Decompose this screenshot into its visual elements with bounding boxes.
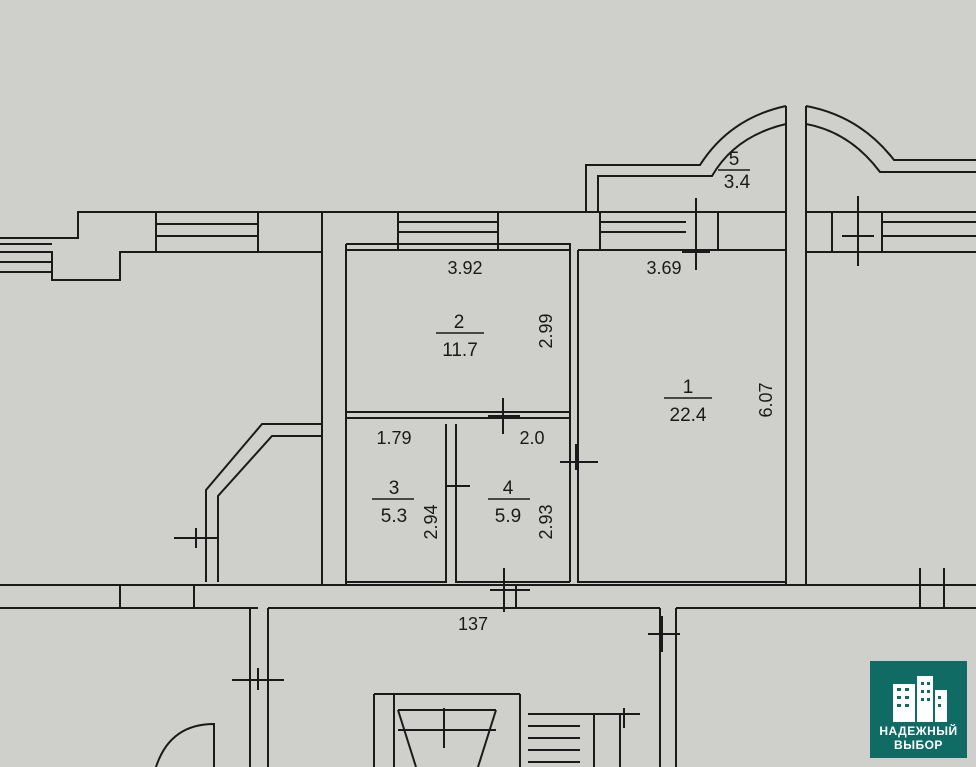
brand-logo: НАДЕЖНЫЙ ВЫБОР [870,661,967,758]
room-5-number: 5 [729,149,740,170]
room-4-number: 4 [503,478,514,499]
room-3-width: 1.79 [376,428,411,448]
window-room2 [397,212,499,251]
balcony-wall [585,105,787,212]
room-4-width: 2.0 [519,428,544,448]
room-5-area: 3.4 [724,172,751,193]
room-4-area: 5.9 [495,506,521,527]
room-1-area: 22.4 [670,405,707,426]
room-2-area: 11.7 [442,340,478,361]
window-right [831,212,976,253]
window-room1 [599,212,719,251]
logo-line-2: ВЫБОР [894,738,943,752]
room-2-width: 3.92 [447,258,482,278]
room-1-walls [577,250,786,583]
room-1-number: 1 [683,377,694,398]
buildings-icon [892,676,947,722]
room-2-depth: 2.99 [536,313,556,348]
room-4-depth: 2.93 [536,504,556,539]
logo-line-1: НАДЕЖНЫЙ [879,724,958,738]
window-left [155,212,259,253]
room-1-width: 3.69 [646,258,681,278]
room-1-depth: 6.07 [756,382,776,417]
room-4-walls [455,424,570,583]
room-3-number: 3 [389,478,400,499]
room-3-area: 5.3 [381,506,407,527]
room-2-number: 2 [454,312,465,333]
staircase [373,693,521,767]
room-3-depth: 2.94 [421,504,441,539]
corridor-dimension: 137 [458,614,488,634]
room-3-walls [345,418,447,583]
